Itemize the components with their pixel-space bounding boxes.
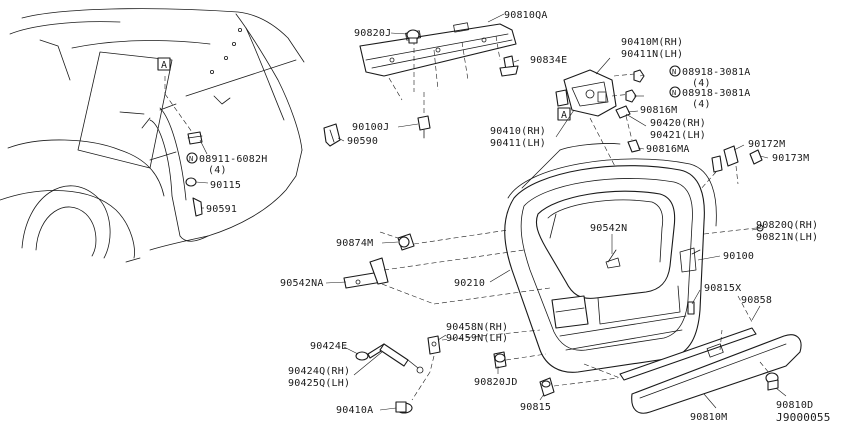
label-90542N: 90542N xyxy=(590,223,627,234)
label-90820JD: 90820JD xyxy=(474,377,518,388)
n-mark-text: N xyxy=(672,68,676,76)
trim-panel-90810QA xyxy=(359,22,517,77)
lock-assembly-90410M xyxy=(555,69,617,117)
label-90411: 90411(LH) xyxy=(490,138,546,149)
gas-strut-90424Q xyxy=(355,343,424,374)
n-mark-08918-a: N xyxy=(669,65,681,77)
striker-90816MA xyxy=(627,139,641,153)
n-mark-text: N xyxy=(189,155,193,163)
label-90816MA: 90816MA xyxy=(646,144,690,155)
latch-90173M xyxy=(749,149,763,165)
label-90810D: 90810D xyxy=(776,400,813,411)
label-08918-3081A-2: 08918-3081A xyxy=(682,88,750,99)
label-90410M: 90410M(RH) xyxy=(621,37,683,48)
nut-08918-lower xyxy=(625,89,637,103)
bracket-90591 xyxy=(192,197,203,217)
label-90820Q: 90820Q(RH) xyxy=(756,220,818,231)
label-90421: 90421(LH) xyxy=(650,130,706,141)
label-90821N: 90821N(LH) xyxy=(756,232,818,243)
back-door-90210 xyxy=(504,165,705,373)
label-90858: 90858 xyxy=(741,295,772,306)
label-90820J: 90820J xyxy=(354,28,391,39)
label-90542NA: 90542NA xyxy=(280,278,324,289)
striker-90816M xyxy=(615,105,631,119)
label-90410: 90410(RH) xyxy=(490,126,546,137)
label-90591: 90591 xyxy=(206,204,237,215)
label-08911-qty: (4) xyxy=(208,165,227,176)
leader-lines xyxy=(195,13,787,411)
lower-trim-90810M xyxy=(631,334,802,414)
stay-90410A xyxy=(395,401,413,414)
label-90815X: 90815X xyxy=(704,283,741,294)
nut-08918-upper xyxy=(633,69,645,83)
bracket-90590 xyxy=(323,123,341,147)
label-90173M: 90173M xyxy=(772,153,809,164)
label-90424Q: 90424Q(RH) xyxy=(288,366,350,377)
label-90210: 90210 xyxy=(454,278,485,289)
label-90100J: 90100J xyxy=(352,122,389,133)
label-90100: 90100 xyxy=(723,251,754,262)
label-90810QA: 90810QA xyxy=(504,10,548,21)
label-90172M: 90172M xyxy=(748,139,785,150)
reference-marker-a-right: A xyxy=(557,107,571,121)
n-mark-08911: N xyxy=(186,152,198,164)
bumper-90874M xyxy=(397,233,415,251)
label-90411N: 90411N(LH) xyxy=(621,49,683,60)
clip-90815 xyxy=(539,377,555,397)
label-90459N: 90459N(LH) xyxy=(446,333,508,344)
bolt-08911 xyxy=(187,131,203,145)
label-90810M: 90810M xyxy=(690,412,727,423)
label-08911-6082H: 08911-6082H xyxy=(199,154,267,165)
ref-a-text-left: A xyxy=(161,60,167,71)
trim-90815X xyxy=(687,301,695,315)
garnish-90858 xyxy=(619,327,757,381)
label-08918-qty-1: (4) xyxy=(692,78,711,89)
clip-90820JD xyxy=(493,351,507,369)
ref-a-text-right: A xyxy=(561,110,567,121)
clip-90834E xyxy=(499,55,519,77)
n-mark-text: N xyxy=(672,89,676,97)
label-90458N: 90458N(RH) xyxy=(446,322,508,333)
label-90874M: 90874M xyxy=(336,238,373,249)
vehicle-rear-body xyxy=(0,8,305,263)
label-90410A: 90410A xyxy=(336,405,373,416)
bracket-90458N xyxy=(427,335,441,355)
label-90816M: 90816M xyxy=(640,105,677,116)
label-90420: 90420(RH) xyxy=(650,118,706,129)
part-labels: 90810QA 90820J 90834E 90100J 90590 08911… xyxy=(199,10,831,424)
label-08918-3081A-1: 08918-3081A xyxy=(682,67,750,78)
bracket-90542NA xyxy=(343,257,389,289)
clip-90810D xyxy=(765,372,779,391)
clip-90115 xyxy=(185,177,197,187)
n-mark-08918-b: N xyxy=(669,86,681,98)
label-90834E: 90834E xyxy=(530,55,567,66)
label-90424E: 90424E xyxy=(310,341,347,352)
clip-90820Q xyxy=(756,224,764,232)
label-90425Q: 90425Q(LH) xyxy=(288,378,350,389)
label-90815: 90815 xyxy=(520,402,551,413)
clip-90100J xyxy=(417,115,431,139)
label-90590: 90590 xyxy=(347,136,378,147)
reference-marker-a-left: A xyxy=(157,57,171,71)
latch-90172M xyxy=(711,145,739,173)
diagram-id: J9000055 xyxy=(776,411,831,424)
label-08918-qty-2: (4) xyxy=(692,99,711,110)
label-90115: 90115 xyxy=(210,180,241,191)
clip-90820J xyxy=(406,29,420,44)
